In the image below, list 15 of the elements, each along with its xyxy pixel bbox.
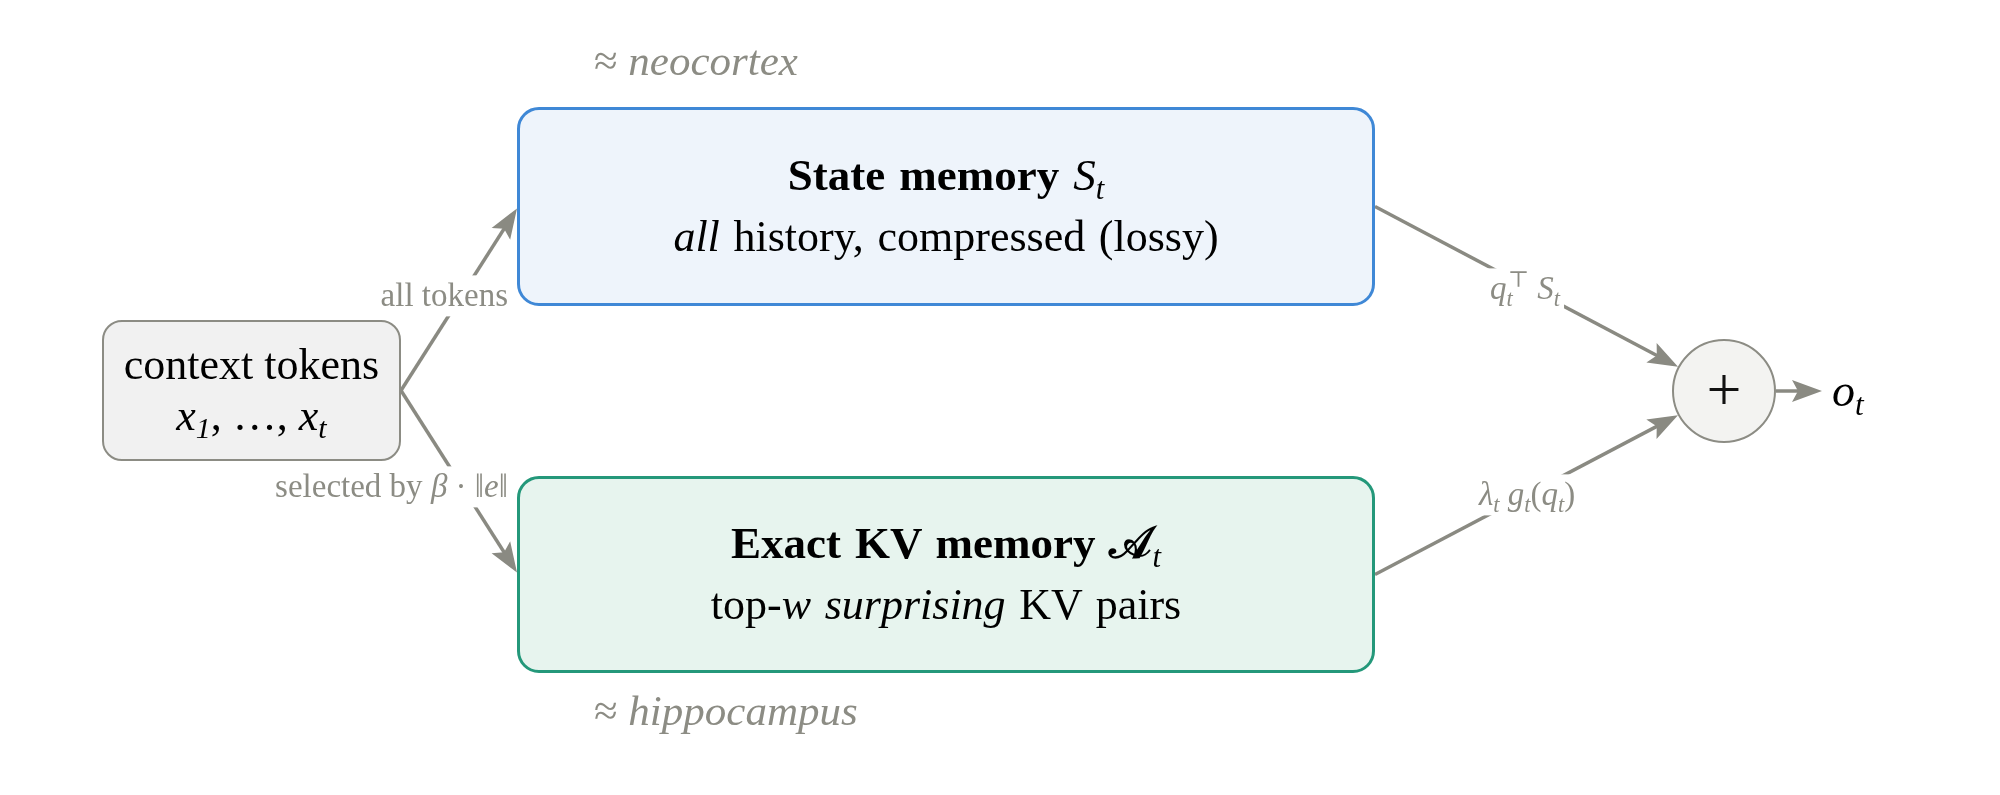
node-heading: Exact KV memory 𝒜$_{t}$ bbox=[731, 518, 1161, 571]
edge-label: q$_{t}$$^{⊤}$ S$_{t}$ bbox=[1486, 268, 1564, 310]
node-title: context tokens bbox=[123, 339, 380, 391]
memory-box bbox=[517, 476, 1375, 673]
output-label: o$_{t}$ bbox=[1822, 363, 1888, 419]
operator-symbol: + bbox=[1706, 357, 1742, 420]
node-caption: ≈ hippocampus bbox=[594, 686, 858, 736]
math-expression: x$_{1}$, …, x$_{t}$ bbox=[176, 390, 327, 442]
memory-box bbox=[517, 107, 1375, 306]
node-heading: State memory S$_{t}$ bbox=[787, 150, 1105, 203]
node-description: all history, compressed (lossy) bbox=[673, 212, 1219, 263]
arrow bbox=[1776, 380, 1822, 402]
input-box bbox=[102, 320, 401, 461]
node-caption: ≈ neocortex bbox=[594, 36, 798, 86]
node-description: top-w surprising KV pairs bbox=[710, 580, 1182, 631]
